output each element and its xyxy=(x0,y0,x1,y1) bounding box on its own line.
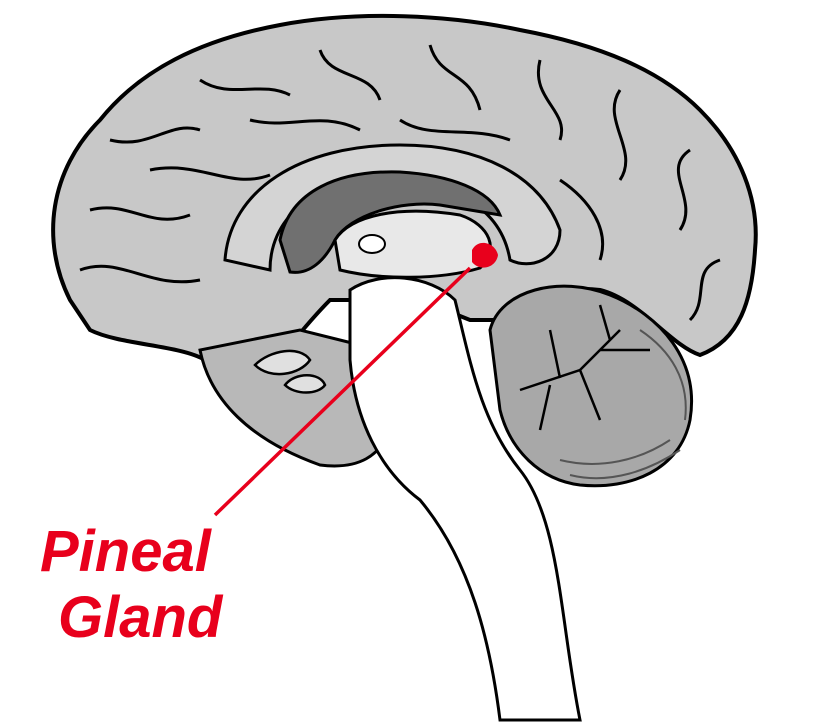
label-pineal: Pineal xyxy=(40,519,211,584)
arbor-vitae xyxy=(519,304,650,431)
corpus-callosum xyxy=(278,170,503,274)
gyri-lines xyxy=(79,44,721,322)
label-gland: Gland xyxy=(58,585,223,650)
pointer-line xyxy=(213,266,472,517)
pituitary xyxy=(283,374,327,394)
cerebellum-folia xyxy=(559,329,687,480)
pineal-gland-marker xyxy=(472,242,498,268)
optic-chiasm xyxy=(253,349,312,376)
brainstem xyxy=(348,276,582,722)
interthalamic-adhesion xyxy=(358,234,386,254)
cerebellum xyxy=(488,284,693,488)
